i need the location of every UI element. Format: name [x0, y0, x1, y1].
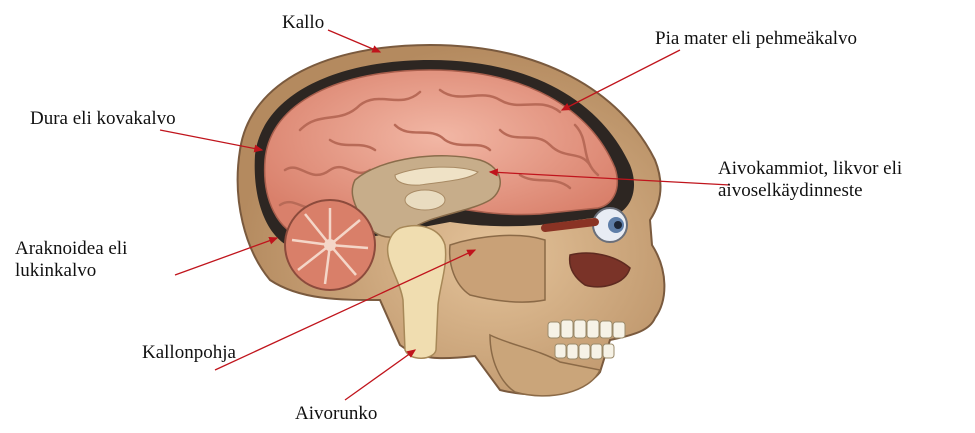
label-aivokammiot-line1: Aivokammiot, likvor eli	[718, 158, 902, 180]
label-kallo-text: Kallo	[282, 12, 324, 34]
label-araknoidea: Araknoidea eli lukinkalvo	[15, 238, 127, 282]
arrow-aivorunko	[345, 350, 415, 400]
label-kallonpohja-text: Kallonpohja	[142, 342, 236, 364]
label-araknoidea-line1: Araknoidea eli	[15, 238, 127, 260]
label-aivokammiot: Aivokammiot, likvor eli aivoselkäydinnes…	[718, 158, 902, 202]
label-aivokammiot-line2: aivoselkäydinneste	[718, 180, 902, 202]
label-aivorunko-text: Aivorunko	[295, 403, 377, 425]
arrow-pia-mater	[562, 50, 680, 110]
label-pia-mater: Pia mater eli pehmeäkalvo	[655, 28, 857, 50]
label-dura-text: Dura eli kovakalvo	[30, 108, 176, 130]
label-araknoidea-line2: lukinkalvo	[15, 260, 127, 282]
label-aivorunko: Aivorunko	[295, 403, 377, 425]
label-kallo: Kallo	[282, 12, 324, 34]
label-pia-mater-text: Pia mater eli pehmeäkalvo	[655, 28, 857, 50]
label-dura: Dura eli kovakalvo	[30, 108, 176, 130]
label-kallonpohja: Kallonpohja	[142, 342, 236, 364]
arrow-kallo	[328, 30, 380, 52]
